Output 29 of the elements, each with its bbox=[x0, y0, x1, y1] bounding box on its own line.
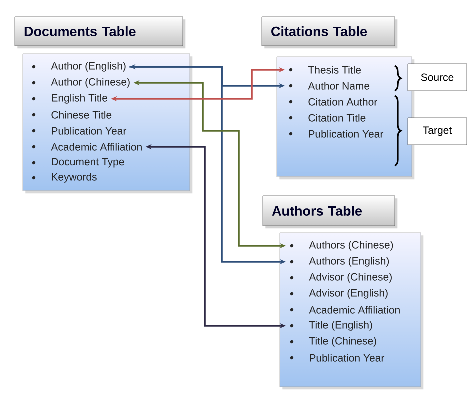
list-item: Title (Chinese) bbox=[309, 337, 376, 347]
list-panel bbox=[280, 232, 424, 390]
label-box: Target bbox=[408, 118, 468, 146]
table-heading: Citations Table bbox=[262, 16, 398, 49]
list-item: Title (English) bbox=[309, 321, 372, 331]
list-item: Citation Author bbox=[308, 98, 378, 106]
list-item: Author (Chinese) bbox=[51, 78, 130, 88]
list-panel bbox=[22, 54, 193, 194]
list-item: Authors (Chinese) bbox=[309, 241, 394, 251]
list-item: Academic Affiliation bbox=[51, 143, 142, 151]
list-item: Publication Year bbox=[310, 354, 385, 362]
list-item: Citation Title bbox=[308, 114, 366, 122]
table-heading: Authors Table bbox=[262, 196, 398, 229]
list-item: English Title bbox=[52, 94, 108, 104]
list-item: Advisor (Chinese) bbox=[309, 273, 392, 283]
list-item: Author Name bbox=[308, 82, 370, 90]
list-item: Thesis Title bbox=[308, 66, 362, 74]
list-item: Advisor (English) bbox=[309, 289, 388, 299]
list-item: Publication Year bbox=[309, 130, 384, 138]
list-item: Academic Affiliation bbox=[309, 306, 400, 314]
list-item: Document Type bbox=[52, 158, 124, 168]
table-heading: Documents Table bbox=[14, 16, 186, 49]
list-panel bbox=[276, 56, 415, 180]
label-box: Source bbox=[408, 64, 468, 92]
list-item: Chinese Title bbox=[52, 111, 112, 119]
list-item: Publication Year bbox=[52, 127, 127, 135]
list-item: Authors (English) bbox=[309, 257, 390, 267]
list-item: Author (English) bbox=[51, 62, 126, 72]
list-item: Keywords bbox=[52, 173, 97, 183]
